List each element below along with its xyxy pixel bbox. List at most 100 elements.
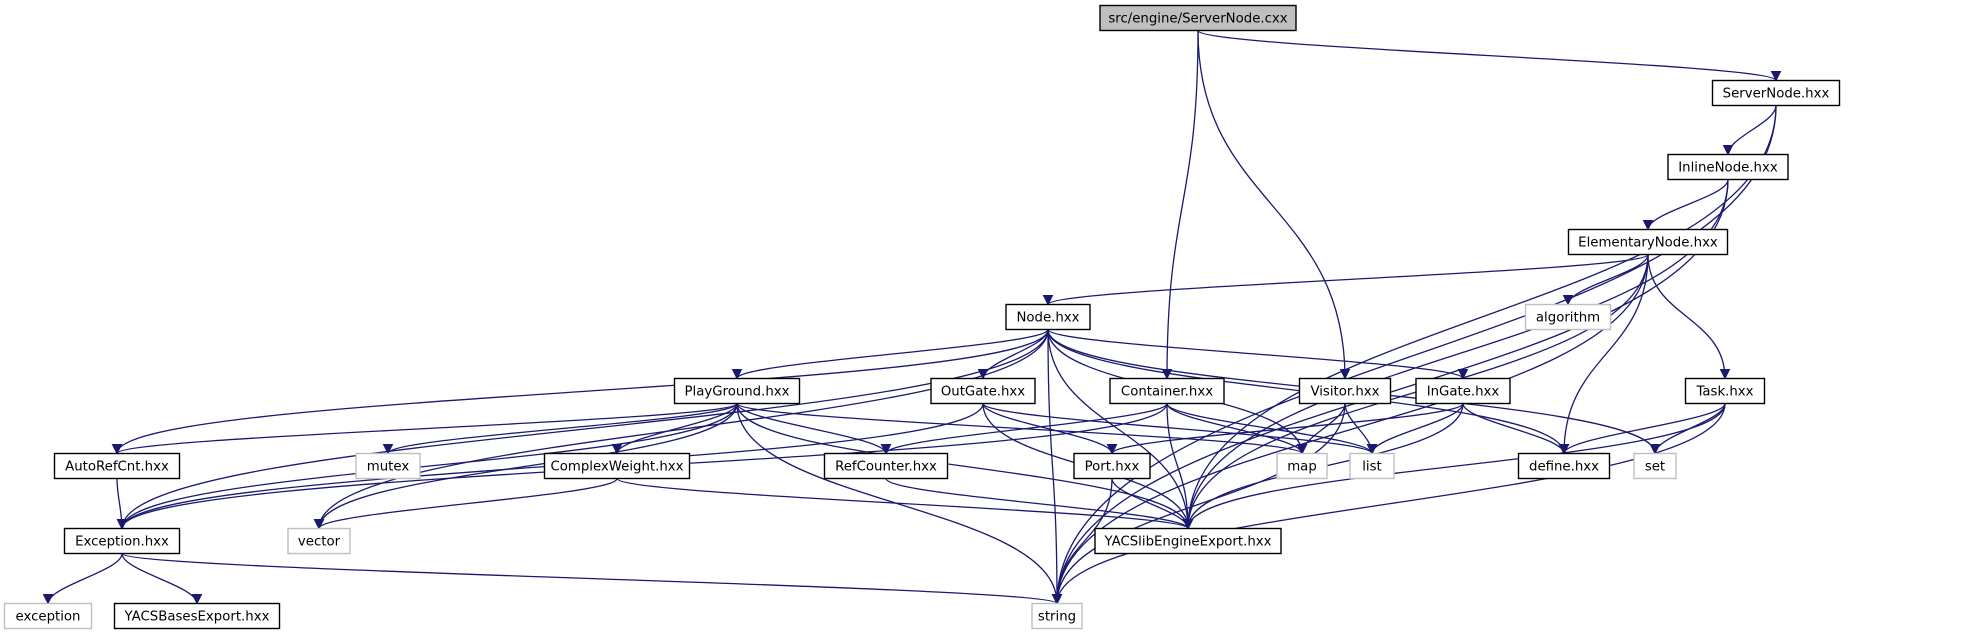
edge-container_hxx-to-refcounter_hxx xyxy=(885,402,1168,455)
node-outgate-hxx[interactable]: OutGate.hxx xyxy=(930,377,1036,405)
edge-visitor_hxx-to-string xyxy=(1056,403,1346,604)
node-task-hxx[interactable]: Task.hxx xyxy=(1684,377,1766,405)
node-yacslibengineexport-hxx[interactable]: YACSlibEngineExport.hxx xyxy=(1094,527,1282,555)
node-label: define.hxx xyxy=(1529,460,1599,475)
node-ingate-hxx[interactable]: InGate.hxx xyxy=(1415,377,1511,405)
edge-task_hxx-to-yacslibengineexport_hxx xyxy=(1187,403,1726,529)
node-box xyxy=(3,602,93,630)
edge-task_hxx-to-define_hxx xyxy=(1563,403,1726,454)
node-node-hxx[interactable]: Node.hxx xyxy=(1005,303,1091,331)
edge-playground_hxx-to-refcounter_hxx xyxy=(736,403,887,454)
arrowhead-elementarynode_hxx xyxy=(1642,220,1654,231)
node-vector: vector xyxy=(287,527,351,555)
node-label: vector xyxy=(298,535,341,550)
node-box xyxy=(113,602,281,630)
node-exception: exception xyxy=(3,602,93,630)
node-label: Port.hxx xyxy=(1085,460,1140,475)
arrowhead-list xyxy=(1366,444,1378,455)
arrowhead-inlinenode_hxx xyxy=(1722,145,1734,156)
edge-servernode_hxx-to-yacslibengineexport_hxx xyxy=(1187,105,1777,529)
arrowhead-yacslibengineexport_hxx xyxy=(1182,519,1194,530)
edge-playground_hxx-to-complexweight_hxx xyxy=(616,403,738,454)
arrowhead-vector xyxy=(313,519,325,530)
node-label: list xyxy=(1362,460,1382,475)
node-label: ServerNode.hxx xyxy=(1723,87,1830,102)
node-box xyxy=(1109,377,1225,405)
edge-node_hxx-to-autorefcnt_hxx xyxy=(116,329,1049,454)
edge-task_hxx-to-string xyxy=(1056,403,1726,604)
node-box xyxy=(1667,153,1789,181)
arrowhead-servernode_hxx xyxy=(1770,71,1782,82)
node-autorefcnt-hxx[interactable]: AutoRefCnt.hxx xyxy=(53,452,181,480)
arrowhead-yacsbasesexport_hxx xyxy=(191,594,203,605)
node-elementarynode-hxx[interactable]: ElementaryNode.hxx xyxy=(1567,228,1729,256)
arrowhead-exception xyxy=(42,594,54,605)
edge-exception_hxx-to-yacsbasesexport_hxx xyxy=(121,553,198,604)
node-port-hxx[interactable]: Port.hxx xyxy=(1073,452,1151,480)
arrowhead-refcounter_hxx xyxy=(880,444,892,455)
node-box xyxy=(823,452,949,480)
node-label: Exception.hxx xyxy=(75,535,169,550)
edge-node_hxx-to-yacslibengineexport_hxx xyxy=(1047,329,1189,529)
node-label: exception xyxy=(16,610,81,625)
node-label: PlayGround.hxx xyxy=(684,385,789,400)
node-label: InGate.hxx xyxy=(1427,385,1500,400)
arrowhead-ingate_hxx xyxy=(1457,369,1469,380)
edge-servernode_cxx-to-container_hxx xyxy=(1166,30,1199,379)
node-exception-hxx[interactable]: Exception.hxx xyxy=(63,527,181,555)
node-box xyxy=(287,527,351,555)
node-box xyxy=(1349,452,1395,480)
node-label: algorithm xyxy=(1536,311,1600,326)
node-box xyxy=(1298,377,1392,405)
edge-refcounter_hxx-to-yacslibengineexport_hxx xyxy=(885,477,1189,530)
node-box xyxy=(1633,452,1677,480)
node-label: InlineNode.hxx xyxy=(1678,161,1778,176)
node-label: mutex xyxy=(367,460,410,475)
node-refcounter-hxx[interactable]: RefCounter.hxx xyxy=(823,452,949,480)
arrowhead-node_hxx xyxy=(1042,295,1054,306)
node-yacsbasesexport-hxx[interactable]: YACSBasesExport.hxx xyxy=(113,602,281,630)
edge-playground_hxx-to-mutex xyxy=(387,402,738,455)
edge-ingate_hxx-to-port_hxx xyxy=(1111,402,1464,455)
arrowhead-string xyxy=(1051,594,1063,605)
edge-servernode_cxx-to-visitor_hxx xyxy=(1197,30,1346,379)
node-list: list xyxy=(1349,452,1395,480)
edge-elementarynode_hxx-to-task_hxx xyxy=(1647,254,1726,379)
edge-node_hxx-to-vector xyxy=(318,329,1049,529)
arrowhead-define_hxx xyxy=(1558,444,1570,455)
edge-node_hxx-to-outgate_hxx xyxy=(982,329,1049,379)
node-label: RefCounter.hxx xyxy=(835,460,937,475)
arrowhead-playground_hxx xyxy=(731,369,743,380)
edge-servernode_hxx-to-string xyxy=(1056,105,1777,604)
node-servernode-hxx[interactable]: ServerNode.hxx xyxy=(1711,79,1841,107)
node-box xyxy=(355,452,421,480)
node-define-hxx[interactable]: define.hxx xyxy=(1517,452,1611,480)
arrowhead-set xyxy=(1649,444,1661,455)
node-complexweight-hxx[interactable]: ComplexWeight.hxx xyxy=(543,452,691,480)
arrowhead-map xyxy=(1296,444,1308,455)
node-label: set xyxy=(1645,460,1665,475)
node-label: Task.hxx xyxy=(1695,385,1753,400)
edge-inlinenode_hxx-to-string xyxy=(1056,179,1729,604)
arrowhead-task_hxx xyxy=(1719,369,1731,380)
node-box xyxy=(1711,79,1841,107)
node-label: map xyxy=(1287,460,1317,475)
node-map: map xyxy=(1276,452,1328,480)
node-box xyxy=(53,452,181,480)
edge-outgate_hxx-to-list xyxy=(982,402,1373,455)
node-inlinenode-hxx[interactable]: InlineNode.hxx xyxy=(1667,153,1789,181)
arrowhead-port_hxx xyxy=(1106,444,1118,455)
edge-container_hxx-to-list xyxy=(1166,403,1373,454)
node-servernode-cxx[interactable]: src/engine/ServerNode.cxx xyxy=(1099,4,1297,32)
edge-exception_hxx-to-exception xyxy=(47,553,123,604)
node-playground-hxx[interactable]: PlayGround.hxx xyxy=(673,377,801,405)
node-string: string xyxy=(1031,602,1083,630)
node-visitor-hxx[interactable]: Visitor.hxx xyxy=(1298,377,1392,405)
edge-node_hxx-to-playground_hxx xyxy=(736,328,1049,380)
edge-port_hxx-to-string xyxy=(1056,478,1113,604)
node-container-hxx[interactable]: Container.hxx xyxy=(1109,377,1225,405)
edge-ingate_hxx-to-list xyxy=(1371,403,1464,454)
node-box xyxy=(1415,377,1511,405)
node-box xyxy=(1005,303,1091,331)
